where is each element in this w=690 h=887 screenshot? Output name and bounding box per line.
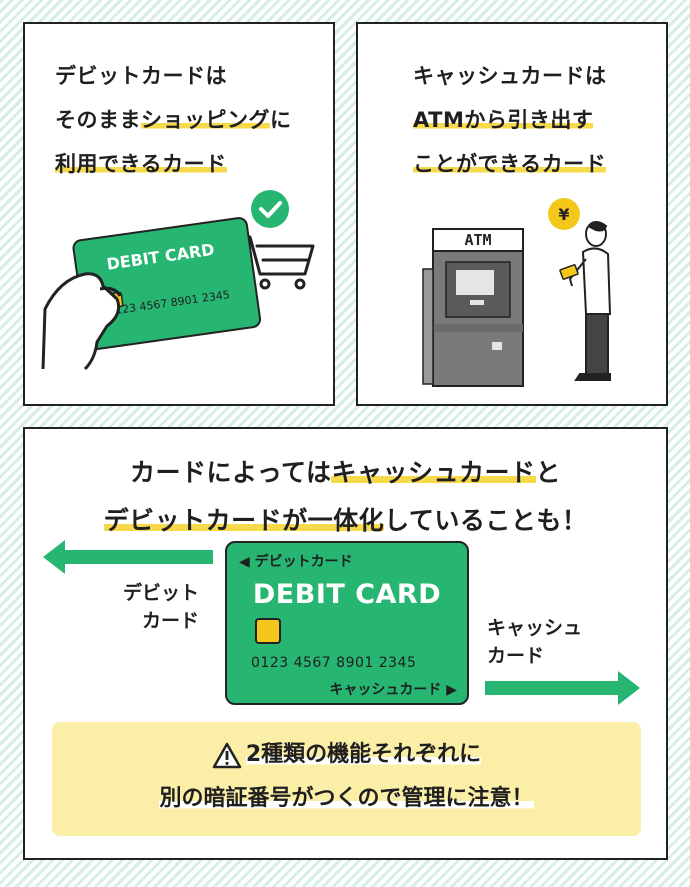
p2-line-2: ATMから引き出す <box>413 108 594 132</box>
debit-label: デビット カード <box>123 582 200 632</box>
card-number: 0123 4567 8901 2345 <box>251 655 417 671</box>
p2-line-1: キャッシュカードは <box>413 64 607 88</box>
panel-combined-card: カードによってはキャッシュカードと デビットカードが一体化していることも！ デビ… <box>23 427 668 860</box>
warning-note: 2種類の機能それぞれに 別の暗証番号がつくので管理に注意！ <box>52 722 641 836</box>
yen-icon: ¥ <box>558 205 569 224</box>
panel-debit-card: デビットカードは そのままショッピングに 利用できるカード DEBIT CARD… <box>23 22 335 406</box>
check-icon <box>251 190 289 228</box>
right-arrow-icon <box>485 671 640 705</box>
card-top-label: ◀ デビットカード <box>239 554 353 570</box>
p2-line-3: ことができるカード <box>413 152 607 176</box>
p1-line-1: デビットカードは <box>55 64 227 88</box>
panel-cash-card: キャッシュカードは ATMから引き出す ことができるカード ATM ¥ <box>356 22 668 406</box>
panel-1-text: デビットカードは そのままショッピングに 利用できるカード <box>55 54 292 186</box>
atm-sign: ATM <box>464 231 491 249</box>
panel-2-text: キャッシュカードは ATMから引き出す ことができるカード <box>413 54 607 186</box>
person-illustration <box>568 221 612 381</box>
warning-icon <box>212 742 242 768</box>
combined-heading: カードによってはキャッシュカードと デビットカードが一体化していることも！ <box>103 458 588 535</box>
debit-card-shopping-illustration: DEBIT CARD 0123 4567 8901 2345 <box>41 190 315 371</box>
p1-line-3: 利用できるカード <box>55 152 227 176</box>
card-bottom-label: キャッシュカード ▶ <box>329 682 457 698</box>
card-title: DEBIT CARD <box>252 579 442 610</box>
combined-card: ◀ デビットカード DEBIT CARD 0123 4567 8901 2345… <box>225 541 469 705</box>
cash-label: キャッシュ カード <box>487 617 583 667</box>
atm-illustration: ATM ¥ <box>422 198 612 387</box>
p1-line-2: そのままショッピングに <box>55 108 292 132</box>
left-arrow-icon <box>43 540 213 574</box>
card-chip <box>255 618 281 644</box>
